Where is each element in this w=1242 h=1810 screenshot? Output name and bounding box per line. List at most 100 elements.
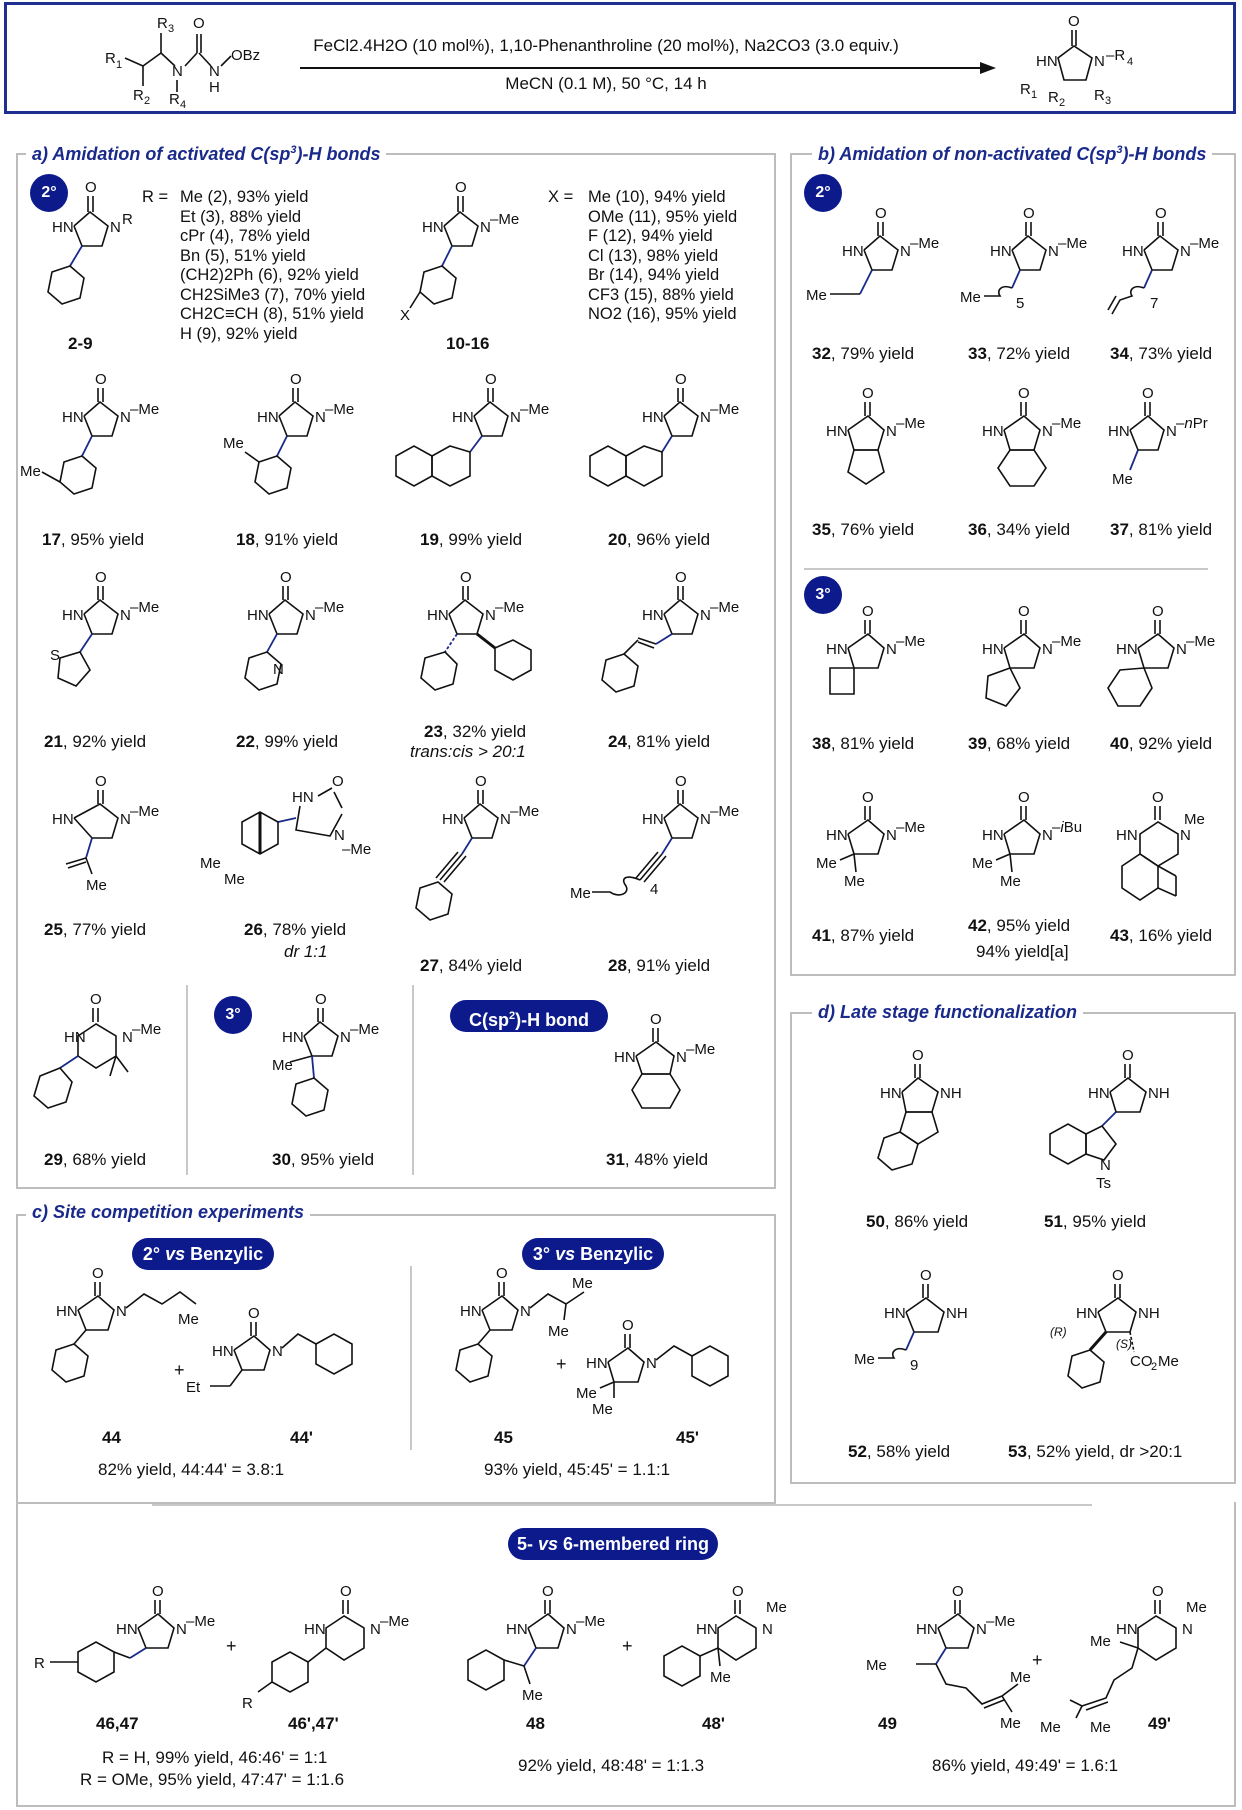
svg-text:NH: NH	[946, 1305, 968, 1322]
svg-text:Me: Me	[710, 1669, 731, 1686]
svg-text:N: N	[676, 1049, 687, 1066]
label-42: 42, 95% yield	[968, 916, 1071, 935]
label-51: 51, 95% yield	[1044, 1212, 1147, 1231]
x-prefix: X =	[548, 188, 574, 206]
label-29: 29, 68% yield	[44, 1150, 147, 1169]
svg-text:–Me: –Me	[130, 599, 159, 616]
svg-text:Me: Me	[272, 1057, 293, 1074]
svg-text:N: N	[1042, 423, 1053, 440]
svg-text:–R: –R	[1106, 47, 1125, 64]
svg-text:HN: HN	[212, 1343, 234, 1360]
svg-text:–Me: –Me	[350, 1021, 379, 1038]
conditions-line-1: FeCl2.4H2O (10 mol%), 1,10-Phenanthrolin…	[313, 36, 899, 55]
svg-text:R: R	[242, 1695, 253, 1712]
svg-text:O: O	[1068, 13, 1080, 30]
r-item: (CH2)2Ph (6), 92% yield	[180, 266, 359, 284]
svg-text:Me: Me	[1158, 1353, 1179, 1370]
svg-text:O: O	[862, 789, 874, 806]
svg-text:HN: HN	[247, 607, 269, 624]
reaction-arrow	[300, 62, 996, 74]
divider-a-1	[186, 985, 188, 1175]
svg-text:–Me: –Me	[1186, 633, 1215, 650]
svg-text:N: N	[1180, 827, 1191, 844]
badge-secondary-a: 2°	[30, 174, 68, 212]
svg-text:N: N	[1166, 423, 1177, 440]
svg-text:O: O	[622, 1317, 634, 1334]
svg-text:O: O	[650, 1011, 662, 1028]
section-c-frame-lower	[16, 1502, 1236, 1807]
svg-text:O: O	[90, 991, 102, 1008]
r-prefix: R =	[142, 188, 169, 206]
svg-text:N: N	[510, 409, 521, 426]
svg-text:Me: Me	[572, 1275, 593, 1292]
svg-text:HN: HN	[282, 1029, 304, 1046]
label-28: 28, 91% yield	[608, 956, 711, 975]
svg-text:Me: Me	[1112, 471, 1133, 488]
section-c-frame	[16, 1214, 776, 1504]
divider-a-2	[412, 985, 414, 1175]
svg-text:Me: Me	[1090, 1633, 1111, 1650]
svg-text:HN: HN	[292, 789, 314, 806]
svg-text:Me: Me	[200, 855, 221, 872]
badge-secondary-b: 2°	[804, 174, 842, 212]
svg-text:Me: Me	[86, 877, 107, 894]
label-21: 21, 92% yield	[44, 732, 147, 751]
svg-text:Me: Me	[866, 1657, 887, 1674]
label-39: 39, 68% yield	[968, 734, 1071, 753]
svg-text:N: N	[886, 827, 897, 844]
svg-text:Me: Me	[960, 289, 981, 306]
svg-text:Me: Me	[1184, 811, 1205, 828]
svg-text:O: O	[455, 179, 467, 196]
r-item: cPr (4), 78% yield	[180, 227, 311, 245]
pill-tertiary-vs-benzylic: 3° vs Benzylic	[522, 1238, 664, 1270]
svg-text:HN: HN	[826, 641, 848, 658]
svg-text:Me: Me	[223, 435, 244, 452]
svg-text:O: O	[340, 1583, 352, 1600]
label-45: 45	[494, 1428, 513, 1447]
label-41: 41, 87% yield	[812, 926, 915, 945]
svg-text:–Me: –Me	[896, 633, 925, 650]
svg-text:HN: HN	[1116, 827, 1138, 844]
result-45: 93% yield, 45:45' = 1.1:1	[484, 1460, 671, 1479]
svg-text:–Me: –Me	[130, 401, 159, 418]
label-53: 53, 52% yield, dr >20:1	[1008, 1442, 1183, 1461]
svg-text:Me: Me	[844, 873, 865, 890]
badge-tertiary-b: 3°	[804, 576, 842, 614]
svg-text:N: N	[1094, 53, 1105, 70]
svg-text:Me: Me	[972, 855, 993, 872]
label-26: 26, 78% yield	[244, 920, 347, 939]
svg-text:O: O	[475, 773, 487, 790]
svg-text:O: O	[193, 15, 205, 32]
svg-text:Me: Me	[570, 885, 591, 902]
svg-text:HN: HN	[62, 607, 84, 624]
svg-text:2: 2	[1059, 97, 1065, 109]
svg-text:N: N	[1176, 641, 1187, 658]
result-46: R = H, 99% yield, 46:46' = 1:1	[102, 1748, 328, 1767]
label-20: 20, 96% yield	[608, 530, 711, 549]
label-44-prime: 44'	[290, 1428, 313, 1447]
label-37: 37, 81% yield	[1110, 520, 1213, 539]
svg-text:O: O	[95, 569, 107, 586]
svg-text:Me: Me	[178, 1311, 199, 1328]
svg-text:N: N	[700, 409, 711, 426]
svg-text:Me: Me	[224, 871, 245, 888]
svg-text:O: O	[1018, 603, 1030, 620]
